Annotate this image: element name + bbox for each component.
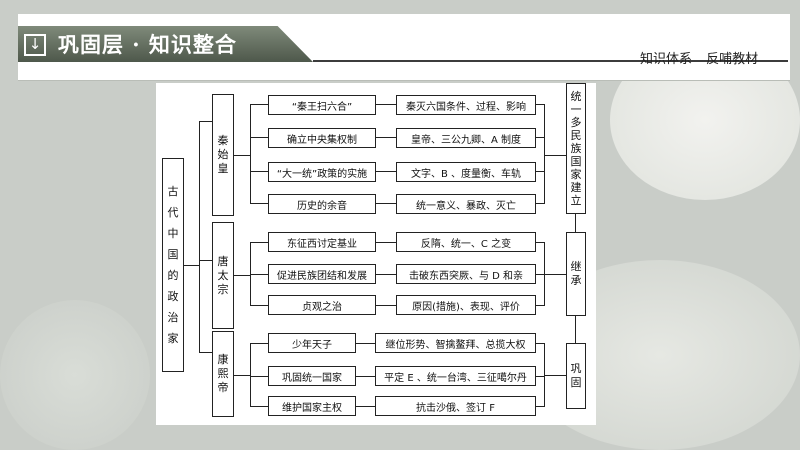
header-links: 知识体系 反哺教材 [630,48,758,67]
topic-box: 促进民族团结和发展 [268,264,376,284]
outcome-label: 继承 [570,260,582,287]
knowledge-system-link[interactable]: 知识体系 [640,52,693,67]
diagram-panel: 古代中国的政治家 秦始皇 唐太宗 康熙帝 “秦王扫六合” 确立中央集权制 “大一… [156,83,596,425]
outcome-node-consolidate: 巩固 [566,343,586,409]
detail-box: 反隋、统一、C 之变 [396,232,536,252]
detail-box: 击破东西突厥、与 D 和亲 [396,264,536,284]
outcome-label: 统一多民族国家建立 [570,90,582,207]
textbook-link[interactable]: 反哺教材 [706,52,759,67]
topic-box: 维护国家主权 [268,396,356,416]
down-arrow-icon[interactable]: ↓ [24,34,46,56]
title-tab [18,26,313,62]
figure-node-tang: 唐太宗 [212,222,234,329]
root-node: 古代中国的政治家 [162,158,184,372]
topic-box: 贞观之治 [268,295,376,315]
topic-box: 确立中央集权制 [268,128,376,148]
section-title: 巩固层 · 知识整合 [58,32,237,57]
topic-box: “秦王扫六合” [268,95,376,115]
figure-node-qin: 秦始皇 [212,94,234,216]
detail-box: 原因(措施)、表现、评价 [396,295,536,315]
topic-box: 巩固统一国家 [268,366,356,386]
figure-node-kangxi: 康熙帝 [212,331,234,417]
detail-box: 继位形势、智擒鳌拜、总揽大权 [375,333,536,353]
detail-box: 抗击沙俄、签订 F [375,396,536,416]
flower-decoration [0,300,150,450]
topic-box: 东征西讨定基业 [268,232,376,252]
figure-label: 康熙帝 [217,353,229,394]
root-label: 古代中国的政治家 [167,185,179,345]
detail-box: 皇帝、三公九卿、A 制度 [396,128,536,148]
detail-box: 秦灭六国条件、过程、影响 [396,95,536,115]
detail-box: 平定 E 、统一台湾、三征噶尔丹 [375,366,536,386]
topic-box: “大一统”政策的实施 [268,162,376,182]
topic-box: 少年天子 [268,333,356,353]
outcome-node-inherit: 继承 [566,232,586,316]
outcome-label: 巩固 [570,362,582,389]
detail-box: 统一意义、暴政、灭亡 [396,194,536,214]
outcome-node-unification: 统一多民族国家建立 [566,83,586,214]
figure-label: 秦始皇 [217,134,229,175]
header-rule [313,60,788,62]
detail-box: 文字、B 、度量衡、车轨 [396,162,536,182]
topic-box: 历史的余音 [268,194,376,214]
figure-label: 唐太宗 [217,254,229,296]
